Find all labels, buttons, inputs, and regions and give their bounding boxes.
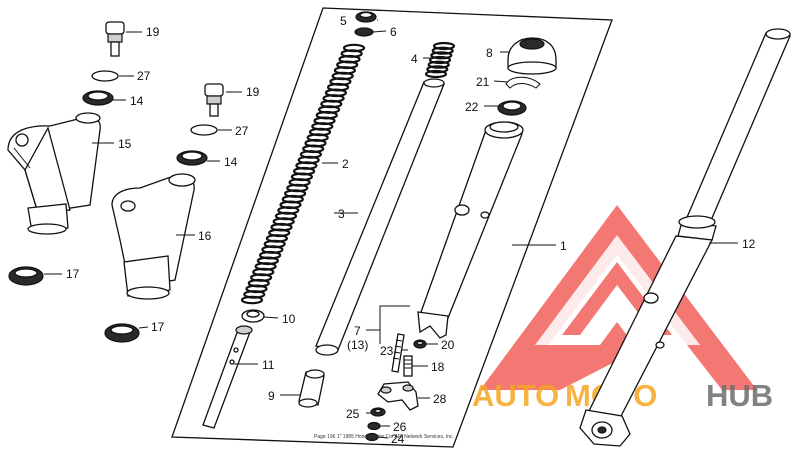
part-3-fork-pipe xyxy=(315,78,445,356)
callout-25: 25 xyxy=(346,407,360,421)
spring-coil xyxy=(430,51,453,60)
watermark-word-hub: HUB xyxy=(706,378,773,413)
callout-18: 18 xyxy=(431,360,445,374)
part-9-oil-lock-piece xyxy=(298,369,325,408)
part-20-washer xyxy=(413,339,427,349)
callout-17-upper: 17 xyxy=(66,267,80,281)
part-27-oring-lower xyxy=(190,124,218,136)
callout-3: 3 xyxy=(338,207,345,221)
callout-9: 9 xyxy=(268,389,275,403)
callout-12: 12 xyxy=(742,237,756,251)
callout-14-upper: 14 xyxy=(130,94,144,108)
part-14-ring-lower xyxy=(176,150,208,166)
watermark-word-auto: AUTO xyxy=(472,378,559,413)
callout-7: 7 xyxy=(354,324,361,338)
spring-coil xyxy=(432,41,456,51)
part-23-stud-bolt xyxy=(391,333,405,373)
spring-coil xyxy=(427,60,450,69)
callout-19-upper: 19 xyxy=(146,25,160,39)
callout-27-lower: 27 xyxy=(235,124,249,138)
part-22-oil-seal xyxy=(497,100,527,116)
callout-24: 24 xyxy=(391,432,405,446)
spring-coil xyxy=(424,69,448,79)
part-6-washer xyxy=(354,27,374,37)
part-2-fork-spring xyxy=(240,43,366,305)
callout-4: 4 xyxy=(411,52,418,66)
part-7-bottom-case xyxy=(417,121,524,339)
callout-5: 5 xyxy=(340,14,347,28)
leader-lines xyxy=(44,19,738,439)
part-19-bolt-upper xyxy=(105,21,125,57)
callout-19-lower: 19 xyxy=(246,85,260,99)
callout-11: 11 xyxy=(262,358,275,372)
callout-8: 8 xyxy=(486,46,493,60)
part-14-ring-upper xyxy=(82,90,114,106)
part-5-cap xyxy=(355,11,377,23)
spring-coil xyxy=(240,295,264,305)
callout-6: 6 xyxy=(390,25,397,39)
part-27-oring-upper xyxy=(91,70,119,82)
spring-coil xyxy=(426,65,449,74)
callout-2: 2 xyxy=(342,157,349,171)
part-19-bolt-lower xyxy=(204,83,224,117)
callout-10: 10 xyxy=(282,312,296,326)
callout-27-upper: 27 xyxy=(137,69,151,83)
part-26-washer xyxy=(367,421,381,431)
callout-26: 26 xyxy=(393,420,407,434)
callout-22: 22 xyxy=(465,100,479,114)
part-28-axle-holder xyxy=(377,381,419,411)
part-17-dust-seal-lower xyxy=(104,323,140,343)
callout-labels: 19 27 14 15 17 19 27 14 16 17 5 6 2 3 4 … xyxy=(66,14,756,446)
callout-7-alt-13: (13) xyxy=(347,338,368,352)
part-17-dust-seal-upper xyxy=(8,266,44,286)
assembly-frame xyxy=(171,7,613,448)
copyright-caption: Page 196 1" 1985 Honda Motor Co. ARI Net… xyxy=(314,434,454,440)
part-21-clip xyxy=(505,76,541,89)
part-18-bolt xyxy=(403,355,413,377)
part-8-dust-seal xyxy=(507,37,557,75)
part-4-rebound-spring xyxy=(424,41,456,79)
part-15-upper-bracket xyxy=(7,112,101,235)
callout-23: 23 xyxy=(380,344,394,358)
part-11-damper-rod xyxy=(202,325,253,429)
part-12-fork-assembly xyxy=(579,28,791,447)
callout-21: 21 xyxy=(476,75,490,89)
spring-coil xyxy=(428,55,452,65)
part-16-lower-bracket xyxy=(111,173,196,300)
callout-1: 1 xyxy=(560,239,567,253)
callout-16: 16 xyxy=(198,229,212,243)
callout-28: 28 xyxy=(433,392,447,406)
spring-coil xyxy=(431,46,454,55)
callout-14-lower: 14 xyxy=(224,155,238,169)
callout-15: 15 xyxy=(118,137,132,151)
callout-17-lower: 17 xyxy=(151,320,165,334)
part-25-washer xyxy=(370,407,386,417)
part-10-rod-ring xyxy=(241,309,265,323)
callout-20: 20 xyxy=(441,338,455,352)
